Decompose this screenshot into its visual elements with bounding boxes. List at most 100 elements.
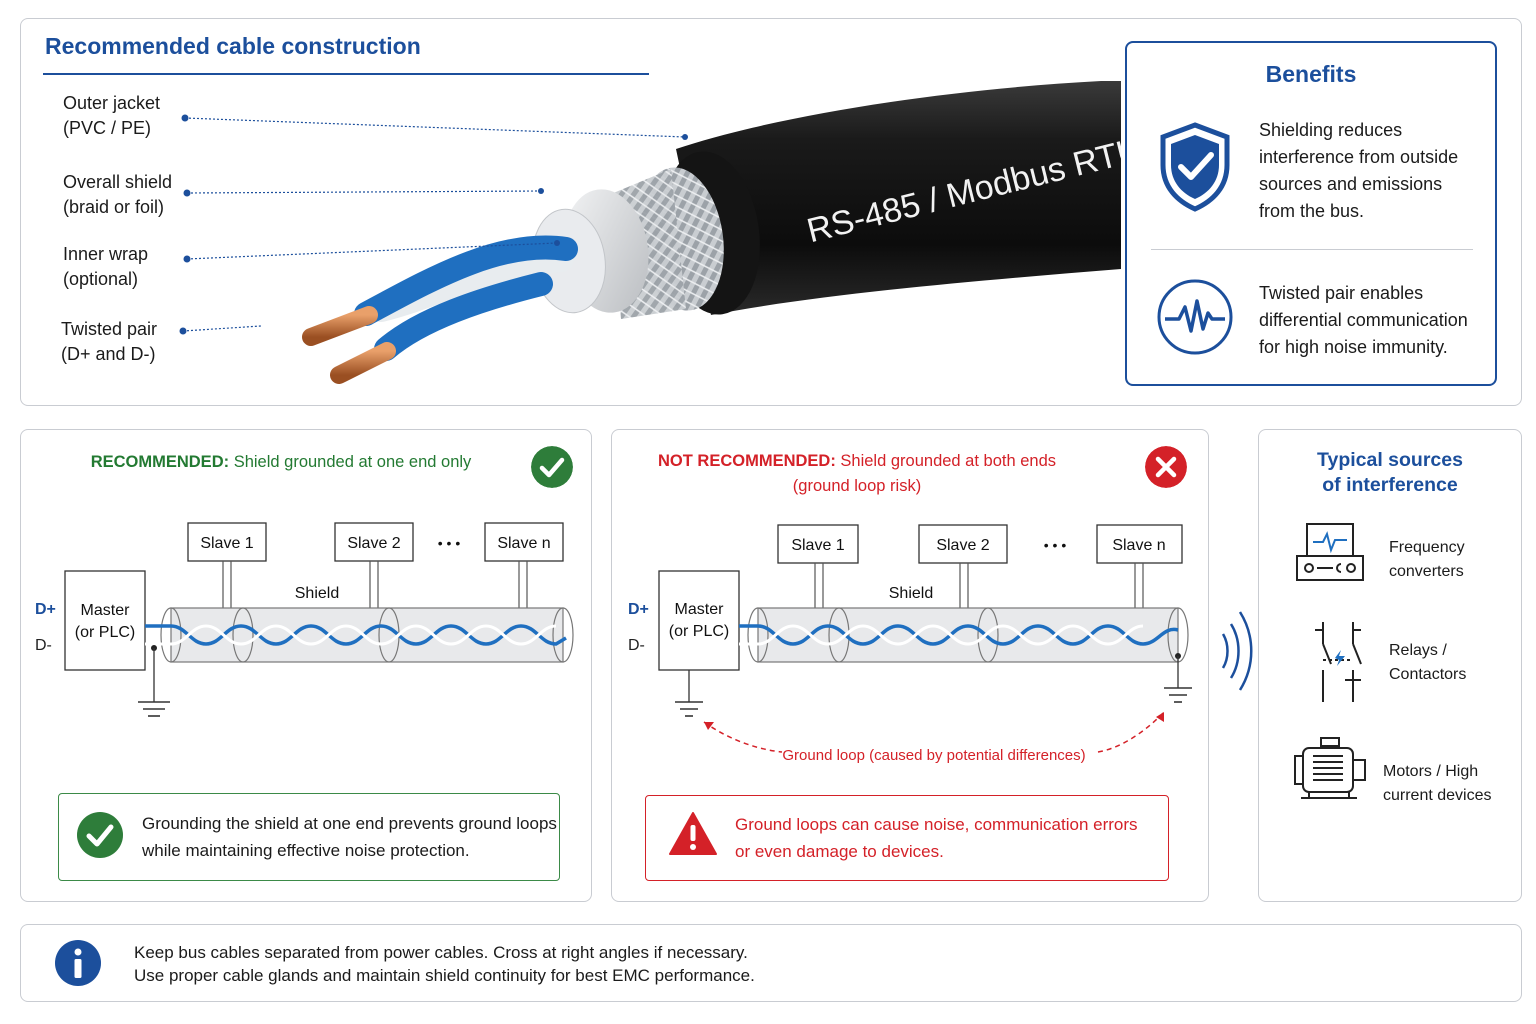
slave-label: Slave n xyxy=(497,535,550,552)
master-label: Master xyxy=(81,602,131,619)
note-line: or even damage to devices. xyxy=(735,842,944,861)
heading-line2: (ground loop risk) xyxy=(792,477,922,495)
source-line: Relays / xyxy=(1389,642,1447,659)
leader-dot xyxy=(183,189,191,197)
slave-box xyxy=(187,522,267,562)
benefits-divider xyxy=(1151,249,1473,250)
info-line: Use proper cable glands and maintain shi… xyxy=(134,966,755,985)
label-line: Inner wrap xyxy=(63,244,149,264)
slave-label: Slave 2 xyxy=(936,537,989,554)
title-line: of interference xyxy=(1322,474,1458,496)
title-underline xyxy=(43,73,649,75)
title-line: Typical sources xyxy=(1317,449,1463,471)
benefit-line: sources and emissions xyxy=(1259,174,1443,194)
frequency-converter-icon xyxy=(1296,523,1364,581)
note-line: while maintaining effective noise protec… xyxy=(142,841,470,860)
d-plus-label: D+ xyxy=(35,601,56,618)
recommended-diagram: Slave 1 Slave 2 Slave n • • • Master (or… xyxy=(35,522,574,717)
info-icon xyxy=(55,940,101,986)
cable-construction-panel: Recommended cable construction xyxy=(20,18,1522,406)
label-line: (optional) xyxy=(63,269,139,289)
label-overall-shield: Overall shield (braid or foil) xyxy=(63,170,172,220)
source-line: converters xyxy=(1389,563,1464,580)
benefit-line: from the bus. xyxy=(1259,201,1365,221)
label-twisted-pair: Twisted pair (D+ and D-) xyxy=(61,317,157,367)
benefit-line: Shielding reduces xyxy=(1259,120,1403,140)
ground-symbol xyxy=(675,701,703,717)
d-minus-label: D- xyxy=(35,637,52,654)
master-box xyxy=(658,570,740,671)
label-line: Overall shield xyxy=(63,172,173,192)
error-circle-icon xyxy=(1145,446,1187,488)
shield-check-icon xyxy=(1160,122,1230,212)
cable-section-title: Recommended cable construction xyxy=(45,33,421,59)
relay-contactor-icon xyxy=(1315,622,1362,702)
info-line: Keep bus cables separated from power cab… xyxy=(134,943,748,962)
info-text: Keep bus cables separated from power cab… xyxy=(134,941,755,987)
label-line: (D+ and D-) xyxy=(61,344,156,364)
source-frequency-converters: Frequency converters xyxy=(1389,536,1465,584)
not-recommended-note-text: Ground loops can cause noise, communicat… xyxy=(735,811,1138,865)
waveform-icon xyxy=(1157,279,1233,355)
interference-waves-icon xyxy=(1221,611,1253,691)
slave-box xyxy=(1096,524,1183,564)
wire-d-minus xyxy=(739,624,1144,646)
note-line: Grounding the shield at one end prevents… xyxy=(142,814,557,833)
slave-label: Slave 1 xyxy=(791,537,844,554)
slave-label: Slave 1 xyxy=(200,535,253,552)
check-circle-icon xyxy=(77,812,123,858)
motor-icon xyxy=(1294,737,1366,799)
slave-box xyxy=(484,522,564,562)
source-line: current devices xyxy=(1383,787,1492,804)
recommended-note: Grounding the shield at one end prevents… xyxy=(58,793,560,881)
ellipsis: • • • xyxy=(438,535,461,551)
leader-dot xyxy=(179,327,187,335)
shield-label: Shield xyxy=(889,585,933,602)
benefits-title: Benefits xyxy=(1265,61,1357,87)
d-minus-label: D- xyxy=(628,637,645,654)
label-line: (PVC / PE) xyxy=(63,118,152,138)
master-label: (or PLC) xyxy=(669,623,729,640)
interference-title: Typical sources of interference xyxy=(1259,448,1521,498)
benefit-shielding: Shielding reduces interference from outs… xyxy=(1259,117,1484,225)
benefit-line: Twisted pair enables xyxy=(1259,283,1424,303)
not-recommended-panel: NOT RECOMMENDED: Shield grounded at both… xyxy=(611,429,1209,902)
copper-conductor-1 xyxy=(302,306,378,346)
ground-loop-arrow xyxy=(703,721,783,753)
ground-loop-label: Ground loop (caused by potential differe… xyxy=(782,747,1085,764)
interference-panel: Typical sources of interference Frequenc… xyxy=(1258,429,1522,902)
wire-blue-1 xyxy=(354,235,578,326)
heading-rest: Shield grounded at both ends xyxy=(835,452,1056,470)
recommended-note-text: Grounding the shield at one end prevents… xyxy=(142,810,557,864)
not-recommended-note: Ground loops can cause noise, communicat… xyxy=(645,795,1169,881)
slave-label: Slave n xyxy=(1112,537,1165,554)
benefit-line: differential communication xyxy=(1259,310,1468,330)
label-outer-jacket: Outer jacket (PVC / PE) xyxy=(63,91,160,141)
leader-dot xyxy=(183,255,191,263)
shield-tube xyxy=(757,607,1179,663)
benefits-box: Benefits Shielding reduces interference … xyxy=(1125,41,1497,386)
check-circle-icon xyxy=(531,446,573,488)
recommended-heading: RECOMMENDED: Shield grounded at one end … xyxy=(61,450,501,475)
shield-tube xyxy=(170,607,564,663)
heading-lead: NOT RECOMMENDED: xyxy=(658,452,836,470)
source-motors: Motors / High current devices xyxy=(1383,760,1492,808)
d-plus-label: D+ xyxy=(628,601,649,618)
source-line: Motors / High xyxy=(1383,763,1479,780)
wire-d-minus xyxy=(145,624,557,646)
benefit-twisted-pair: Twisted pair enables differential commun… xyxy=(1259,280,1484,361)
shield-label: Shield xyxy=(295,585,339,602)
source-relays-contactors: Relays / Contactors xyxy=(1389,639,1466,687)
source-line: Contactors xyxy=(1389,666,1467,683)
wire-d-plus xyxy=(739,624,1179,646)
recommended-panel: RECOMMENDED: Shield grounded at one end … xyxy=(20,429,592,902)
not-recommended-heading: NOT RECOMMENDED: Shield grounded at both… xyxy=(642,449,1072,499)
wire-blue-2 xyxy=(374,272,553,361)
slave-box xyxy=(777,524,859,564)
not-recommended-diagram: Slave 1 Slave 2 Slave n • • • Master (or… xyxy=(628,524,1192,764)
cable-illustration: RS-485 / Modbus RTU xyxy=(179,81,1121,384)
slave-box xyxy=(334,522,414,562)
ground-loop-arrow xyxy=(1097,711,1165,753)
benefit-line: for high noise immunity. xyxy=(1259,337,1448,357)
label-line: Outer jacket xyxy=(63,93,161,113)
